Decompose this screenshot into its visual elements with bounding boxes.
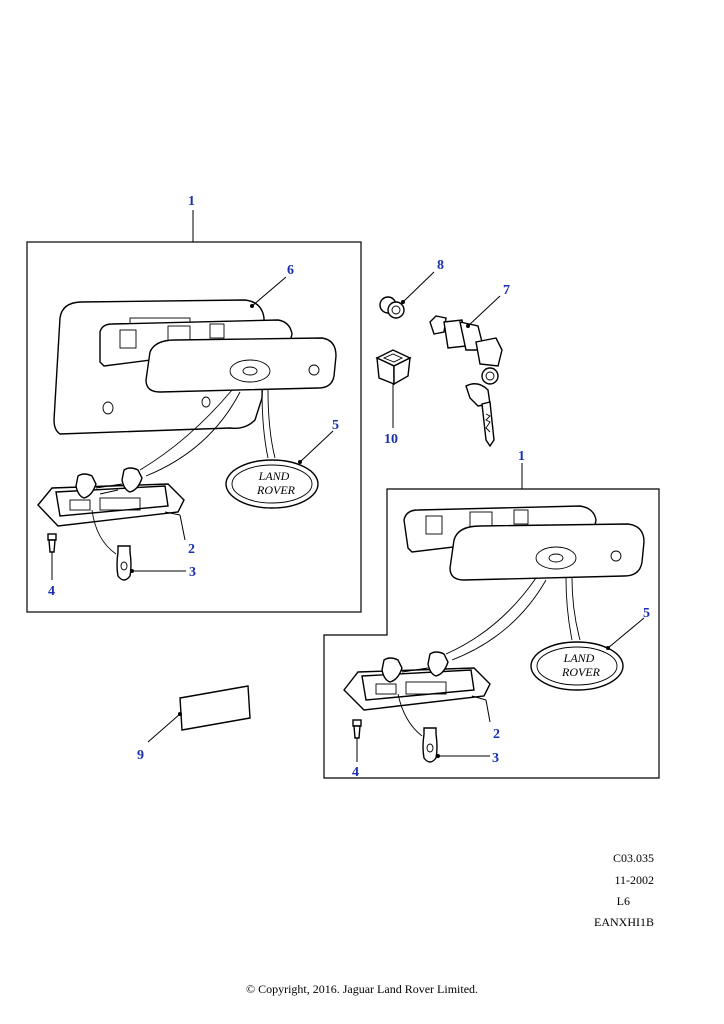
- screw-right: [352, 719, 362, 739]
- callout-10: 10: [384, 432, 398, 447]
- assembly-box-right: [323, 488, 660, 779]
- bulb-right: [422, 727, 438, 763]
- ref-id: EANXHI1B: [594, 915, 654, 929]
- lamp-housing-right: [343, 651, 491, 711]
- callout-2-right: 2: [493, 727, 500, 742]
- svg-text:ROVER: ROVER: [561, 665, 601, 679]
- lamp-housing-left: [37, 467, 185, 527]
- lock-grommet: [379, 296, 405, 319]
- screw-left: [47, 533, 57, 553]
- ref-code: C03.035: [612, 851, 654, 865]
- ref-date: 11-2002: [614, 873, 654, 887]
- callout-2-left: 2: [188, 542, 195, 557]
- callout-9: 9: [137, 748, 144, 763]
- svg-text:LAND: LAND: [563, 651, 595, 665]
- land-rover-badge-right: LAND ROVER: [530, 641, 624, 691]
- callout-1-left: 1: [188, 194, 195, 209]
- land-rover-badge-left: LAND ROVER: [225, 459, 319, 509]
- callout-4-right: 4: [352, 765, 359, 780]
- ref-level: L6: [616, 894, 630, 908]
- callout-5-right: 5: [643, 606, 650, 621]
- callout-3-right: 3: [492, 751, 499, 766]
- tailgate-handle: [145, 337, 337, 408]
- svg-text:LAND: LAND: [258, 469, 290, 483]
- adhesive-pad: [179, 685, 251, 731]
- bulb-left: [116, 545, 132, 581]
- svg-text:ROVER: ROVER: [256, 483, 296, 497]
- callout-1-right: 1: [518, 449, 525, 464]
- tailgate-handle-right: [449, 523, 645, 581]
- callout-4-left: 4: [48, 584, 55, 599]
- callout-6: 6: [287, 263, 294, 278]
- lock-barrel-with-keys: [429, 315, 503, 448]
- lock-bezel: [375, 349, 412, 386]
- copyright-notice: © Copyright, 2016. Jaguar Land Rover Lim…: [245, 982, 479, 996]
- callout-8: 8: [437, 258, 444, 273]
- callout-3-left: 3: [189, 565, 196, 580]
- assembly-box-left: [26, 241, 362, 613]
- callout-7: 7: [503, 283, 510, 298]
- callout-5-left: 5: [332, 418, 339, 433]
